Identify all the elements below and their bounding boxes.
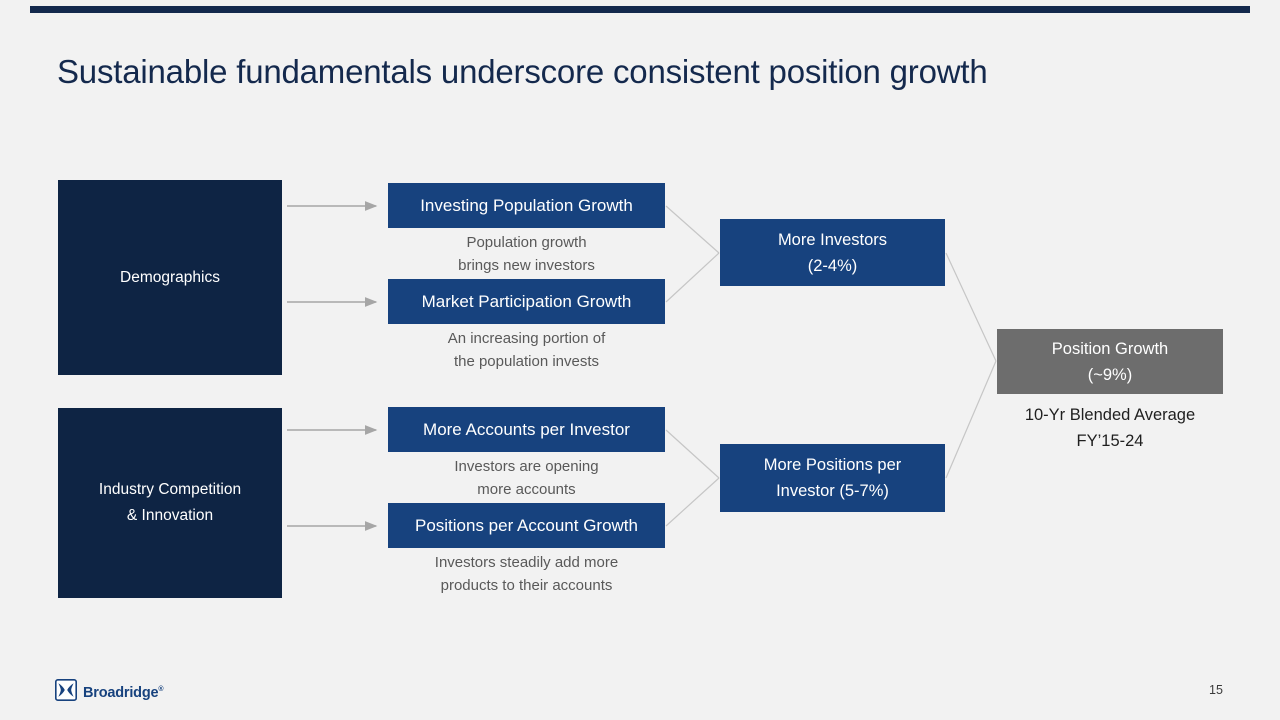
top-accent-bar [30,6,1250,13]
line-investing-to-more-investors [665,205,720,254]
factor-caption-positions-per-account-growth: Investors steadily add more products to … [434,554,619,594]
slide-title: Sustainable fundamentals underscore cons… [57,53,988,90]
page-number: 15 [1209,683,1223,697]
outcome-box-more-positions-per-investor: More Positions per Investor (5-7%) [720,444,945,512]
footer-logo-wordmark: Broadridge® [83,684,164,701]
factor-box-more-accounts-per-investor: More Accounts per Investor [388,407,665,452]
result-box-position-growth: Position Growth (~9%) [997,329,1223,394]
driver-box-industry-competition: Industry Competition & Innovation [58,408,282,598]
line-participation-to-more-investors [665,252,720,303]
factor-caption-market-participation-growth: An increasing portion of the population … [447,330,606,370]
driver-box-demographics: Demographics [58,180,282,375]
line-more-investors-to-result [945,252,997,362]
factor-box-market-participation-growth: Market Participation Growth [388,279,665,324]
result-note: 10-Yr Blended Average FY’15-24 [1024,406,1196,450]
factor-caption-investing-population-growth: Population growth brings new investors [458,234,595,274]
broadridge-mark-icon [55,679,77,706]
factor-box-investing-population-growth: Investing Population Growth [388,183,665,228]
outcome-box-more-investors: More Investors (2-4%) [720,219,945,286]
line-positions-to-more-positions [665,477,720,527]
factor-caption-more-accounts-per-investor: Investors are opening more accounts [454,458,599,498]
line-accounts-to-more-positions [665,429,720,479]
factor-box-positions-per-account-growth: Positions per Account Growth [388,503,665,548]
registered-mark: ® [158,685,164,693]
footer-logo: Broadridge® [55,679,164,706]
